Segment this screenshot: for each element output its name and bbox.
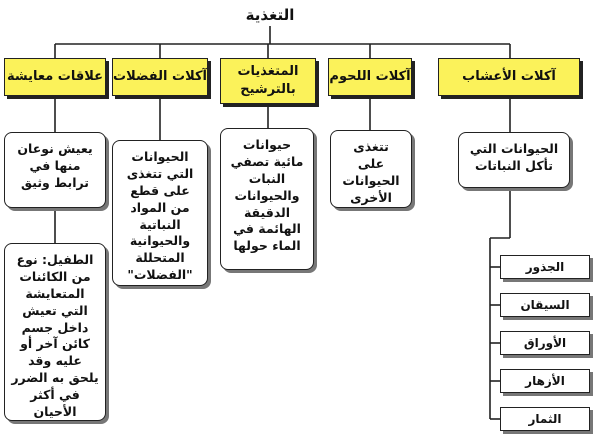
plant-part-flowers: الأزهار [500,369,590,393]
desc-symbiosis: يعيش نوعان منها في ترابط وثيق [4,132,106,208]
desc-carnivores: تتغذى على الحيوانات الأخرى [330,130,412,208]
head-detritivores: آكلات الفضلات [112,58,208,96]
plant-part-leaves: الأوراق [500,331,590,355]
plant-part-roots: الجذور [500,255,590,279]
parasite-term: الطفيل: [42,252,94,267]
head-herbivores: آكلات الأعشاب [438,58,580,96]
parasite-description: نوع من الكائنات المتعايشة التي تعيش داخل… [11,252,99,419]
plant-part-stems: السيقان [500,293,590,317]
desc-detritivores: الحيوانات التي تتغذى على قطع من المواد ا… [112,140,208,286]
plant-part-fruits: الثمار [500,407,590,431]
head-symbiosis: علاقات معايشة [4,58,106,96]
desc-filter-feeders: حيوانات مائية تصفي النبات والحيوانات الد… [220,128,314,270]
parasite-text: الطفيل: نوع من الكائنات المتعايشة التي ت… [11,252,99,421]
desc-herbivores: الحيوانات التي تأكل النباتات [458,132,570,188]
diagram-title: التغذية [245,6,295,24]
parasite-definition: الطفيل: نوع من الكائنات المتعايشة التي ت… [4,243,106,421]
head-filter-feeders: المتغذيات بالترشيح [220,58,316,104]
head-carnivores: آكلات اللحوم [328,58,412,96]
